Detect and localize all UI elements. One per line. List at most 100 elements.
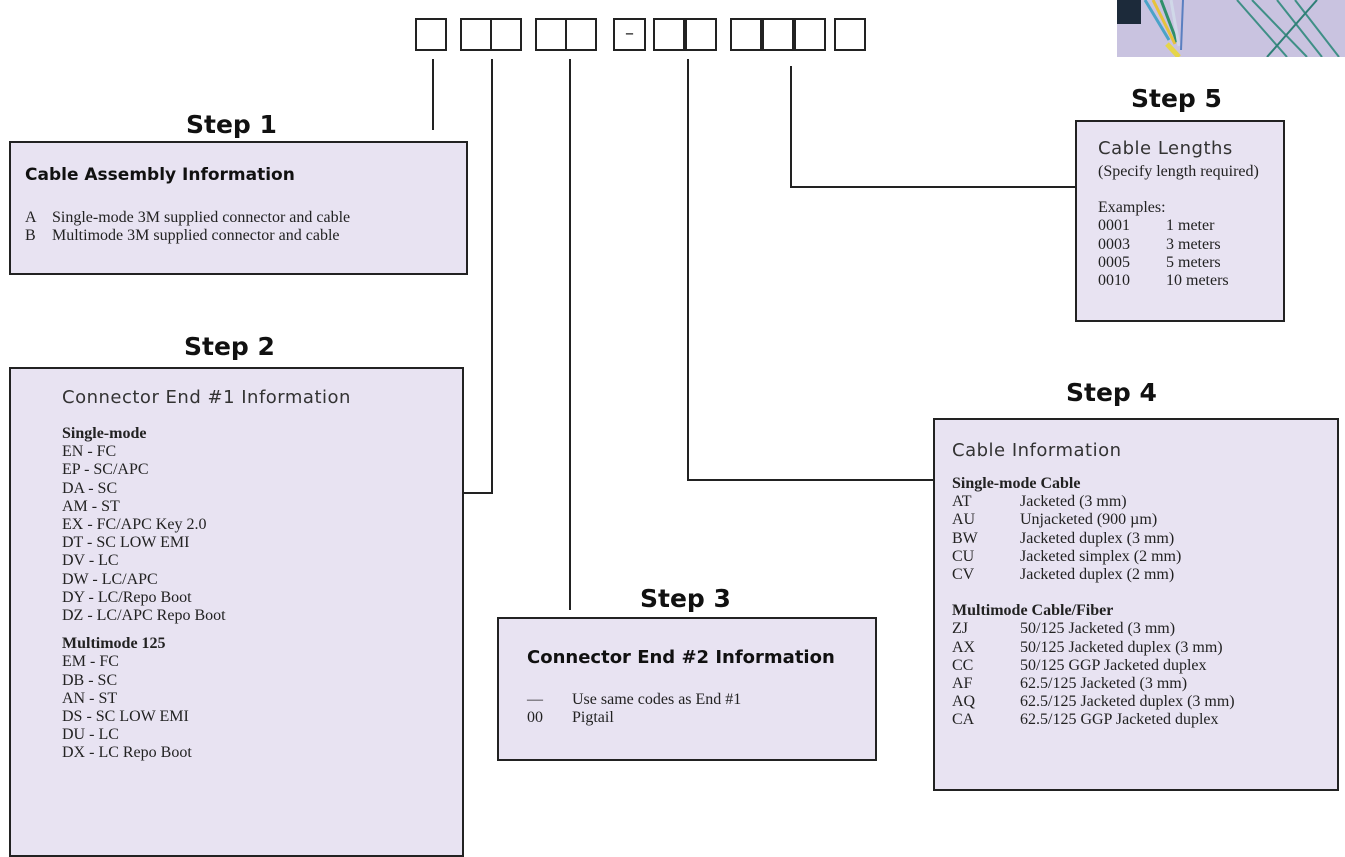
list-item: DT - SC LOW EMI bbox=[62, 534, 190, 552]
option-code: 0005 bbox=[1098, 253, 1130, 271]
connector-step5-vertical bbox=[790, 66, 792, 188]
option-code: AU bbox=[952, 511, 976, 529]
step3-title: Step 3 bbox=[640, 584, 731, 613]
list-item: EX - FC/APC Key 2.0 bbox=[62, 516, 207, 534]
connector-step2-horizontal bbox=[463, 492, 493, 494]
option-code: CU bbox=[952, 547, 975, 565]
list-item: DZ - LC/APC Repo Boot bbox=[62, 607, 226, 625]
option-text: Jacketed duplex (2 mm) bbox=[1020, 566, 1175, 584]
list-item: DU - LC bbox=[62, 726, 119, 744]
list-item: AN - ST bbox=[62, 689, 118, 707]
option-code: — bbox=[527, 691, 543, 708]
step4-title: Step 4 bbox=[1066, 378, 1157, 407]
option-text: Pigtail bbox=[572, 709, 614, 727]
connector-step2-vertical bbox=[491, 59, 493, 493]
step5-panel: Cable Lengths (Specify length required) … bbox=[1075, 120, 1285, 322]
list-item: 0005 5 meters bbox=[1098, 254, 1259, 272]
option-code: ZJ bbox=[952, 620, 968, 638]
list-item: DS - SC LOW EMI bbox=[62, 708, 189, 726]
step2-list: Single-mode EN - FC EP - SC/APC DA - SC … bbox=[62, 425, 226, 763]
option-code: A bbox=[25, 209, 37, 226]
fiber-cable-photo bbox=[1117, 0, 1345, 57]
group-label-single-mode: Single-mode bbox=[62, 425, 147, 442]
option-code: AX bbox=[952, 638, 976, 656]
code-box-step5c bbox=[794, 18, 826, 51]
examples-label: Examples: bbox=[1098, 199, 1166, 217]
connector-step4-horizontal bbox=[687, 479, 934, 481]
list-item: — Use same codes as End #1 bbox=[527, 691, 741, 709]
step2-title: Step 2 bbox=[184, 332, 275, 361]
option-code: BW bbox=[952, 529, 978, 547]
connector-step4-vertical bbox=[687, 59, 689, 481]
group-label-single-mode-cable: Single-mode Cable bbox=[952, 475, 1081, 492]
step1-panel: Cable Assembly Information A Single-mode… bbox=[9, 141, 468, 275]
option-code: AQ bbox=[952, 693, 976, 711]
code-box-step3b bbox=[565, 18, 597, 51]
group-label-multimode-cable: Multimode Cable/Fiber bbox=[952, 602, 1114, 620]
list-item: A Single-mode 3M supplied connector and … bbox=[25, 209, 350, 227]
list-item: B Multimode 3M supplied connector and ca… bbox=[25, 227, 350, 245]
list-item: BW Jacketed duplex (3 mm) bbox=[952, 530, 1235, 548]
step4-panel: Cable Information Single-mode Cable AT Ja… bbox=[933, 418, 1339, 791]
code-box-step4a bbox=[653, 18, 685, 51]
option-text: 50/125 GGP Jacketed duplex bbox=[1020, 656, 1207, 674]
list-item: AT Jacketed (3 mm) bbox=[952, 493, 1235, 511]
option-text: 1 meter bbox=[1166, 217, 1215, 235]
option-text: Jacketed duplex (3 mm) bbox=[1020, 529, 1175, 547]
code-box-step3a bbox=[535, 18, 567, 51]
connector-step1 bbox=[432, 59, 434, 130]
list-item: DW - LC/APC bbox=[62, 570, 158, 588]
list-item: 0003 3 meters bbox=[1098, 236, 1259, 254]
option-text: 3 meters bbox=[1166, 235, 1221, 253]
list-item: ZJ 50/125 Jacketed (3 mm) bbox=[952, 620, 1235, 638]
step2-heading: Connector End #1 Information bbox=[62, 387, 351, 408]
list-item: DY - LC/Repo Boot bbox=[62, 588, 192, 606]
step1-title: Step 1 bbox=[186, 110, 277, 139]
option-text: 62.5/125 Jacketed (3 mm) bbox=[1020, 675, 1188, 693]
list-item: DB - SC bbox=[62, 671, 118, 689]
option-text: Unjacketed (900 µm) bbox=[1020, 511, 1158, 529]
code-box-step5b bbox=[762, 18, 794, 51]
step1-list: A Single-mode 3M supplied connector and … bbox=[25, 209, 350, 245]
option-text: 62.5/125 Jacketed duplex (3 mm) bbox=[1020, 693, 1235, 711]
option-code: AT bbox=[952, 493, 972, 511]
option-code: 0010 bbox=[1098, 272, 1130, 290]
option-code: 00 bbox=[527, 709, 543, 727]
step5-subheading: (Specify length required) bbox=[1098, 163, 1259, 180]
step3-heading: Connector End #2 Information bbox=[527, 647, 835, 668]
list-item: 0001 1 meter bbox=[1098, 217, 1259, 235]
list-item: AM - ST bbox=[62, 497, 120, 515]
step1-heading: Cable Assembly Information bbox=[25, 165, 295, 185]
list-item: EP - SC/APC bbox=[62, 461, 149, 479]
option-text: Single-mode 3M supplied connector and ca… bbox=[52, 209, 351, 226]
step2-panel: Connector End #1 Information Single-mode… bbox=[9, 367, 464, 857]
option-text: Jacketed simplex (2 mm) bbox=[1020, 547, 1182, 565]
step4-list: Single-mode Cable AT Jacketed (3 mm) AU Un… bbox=[952, 475, 1235, 730]
option-text: Use same codes as End #1 bbox=[572, 691, 742, 708]
list-item: EM - FC bbox=[62, 653, 119, 671]
option-code: AF bbox=[952, 675, 973, 693]
step5-heading: Cable Lengths bbox=[1098, 138, 1233, 159]
step4-heading: Cable Information bbox=[952, 440, 1122, 461]
list-item: AU Unjacketed (900 µm) bbox=[952, 511, 1235, 529]
list-item: AF 62.5/125 Jacketed (3 mm) bbox=[952, 675, 1235, 693]
option-code: 0003 bbox=[1098, 235, 1130, 253]
list-item: AX 50/125 Jacketed duplex (3 mm) bbox=[952, 639, 1235, 657]
group-label-multimode: Multimode 125 bbox=[62, 635, 166, 653]
option-text: 50/125 Jacketed duplex (3 mm) bbox=[1020, 638, 1223, 656]
code-box-step2a bbox=[460, 18, 492, 51]
list-item: CA 62.5/125 GGP Jacketed duplex bbox=[952, 711, 1235, 729]
option-text: Jacketed (3 mm) bbox=[1020, 493, 1127, 511]
option-code: CA bbox=[952, 711, 975, 729]
list-item: DV - LC bbox=[62, 552, 119, 570]
option-text: 62.5/125 GGP Jacketed duplex bbox=[1020, 711, 1219, 729]
list-item: CU Jacketed simplex (2 mm) bbox=[952, 548, 1235, 566]
option-code: B bbox=[25, 227, 36, 245]
option-text: 5 meters bbox=[1166, 253, 1221, 271]
option-code: 0001 bbox=[1098, 217, 1130, 235]
step3-panel: Connector End #2 Information — Use same … bbox=[497, 617, 877, 761]
option-text: 50/125 Jacketed (3 mm) bbox=[1020, 620, 1176, 638]
